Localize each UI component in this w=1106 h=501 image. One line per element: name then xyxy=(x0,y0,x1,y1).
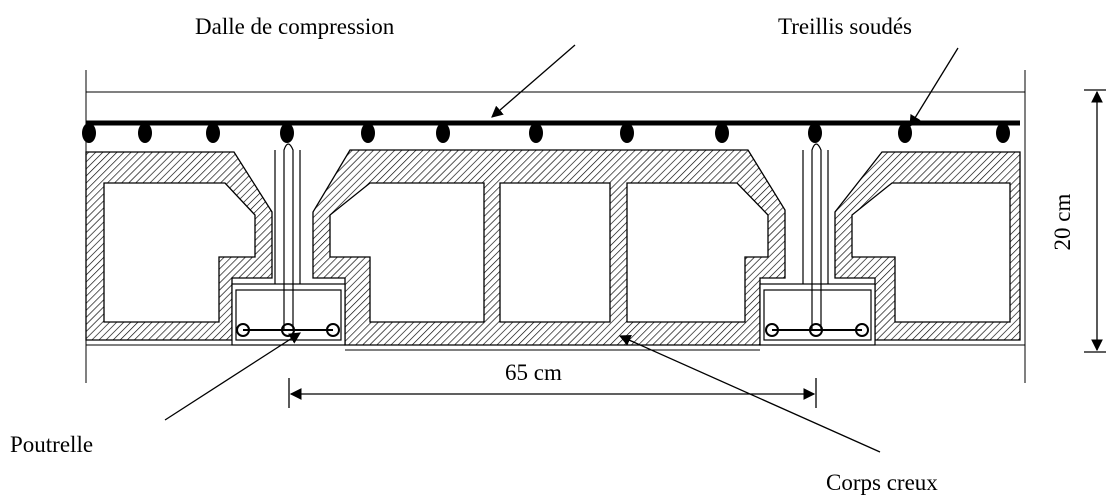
mesh-bar xyxy=(898,123,912,143)
mesh-bar xyxy=(361,123,375,143)
label-height: 20 cm xyxy=(1050,193,1075,250)
label-poutrelle: Poutrelle xyxy=(10,432,93,457)
span-dimension xyxy=(288,378,817,408)
label-span: 65 cm xyxy=(505,360,562,385)
mesh-bar xyxy=(82,123,96,143)
hollow-block-left xyxy=(85,151,273,341)
label-treillis-soudes: Treillis soudés xyxy=(778,14,912,39)
label-corps-creux: Corps creux xyxy=(826,470,938,495)
mesh-bar xyxy=(808,123,822,143)
arrow-dalle xyxy=(491,44,576,118)
mesh-bar xyxy=(715,123,729,143)
welded-mesh-bars xyxy=(82,123,1010,143)
mesh-bar xyxy=(996,123,1010,143)
hollow-block-center xyxy=(312,149,786,346)
mesh-bar xyxy=(280,123,294,143)
leader-arrows xyxy=(164,44,959,453)
mesh-bar xyxy=(206,123,220,143)
mesh-bar xyxy=(436,123,450,143)
mesh-bar xyxy=(529,123,543,143)
arrow-treillis xyxy=(909,47,959,127)
mesh-bar xyxy=(620,123,634,143)
label-dalle-de-compression: Dalle de compression xyxy=(195,14,395,39)
beam-right xyxy=(759,143,876,346)
height-dimension xyxy=(1084,89,1106,353)
arrow-poutrelle xyxy=(164,332,301,421)
mesh-bar xyxy=(138,123,152,143)
